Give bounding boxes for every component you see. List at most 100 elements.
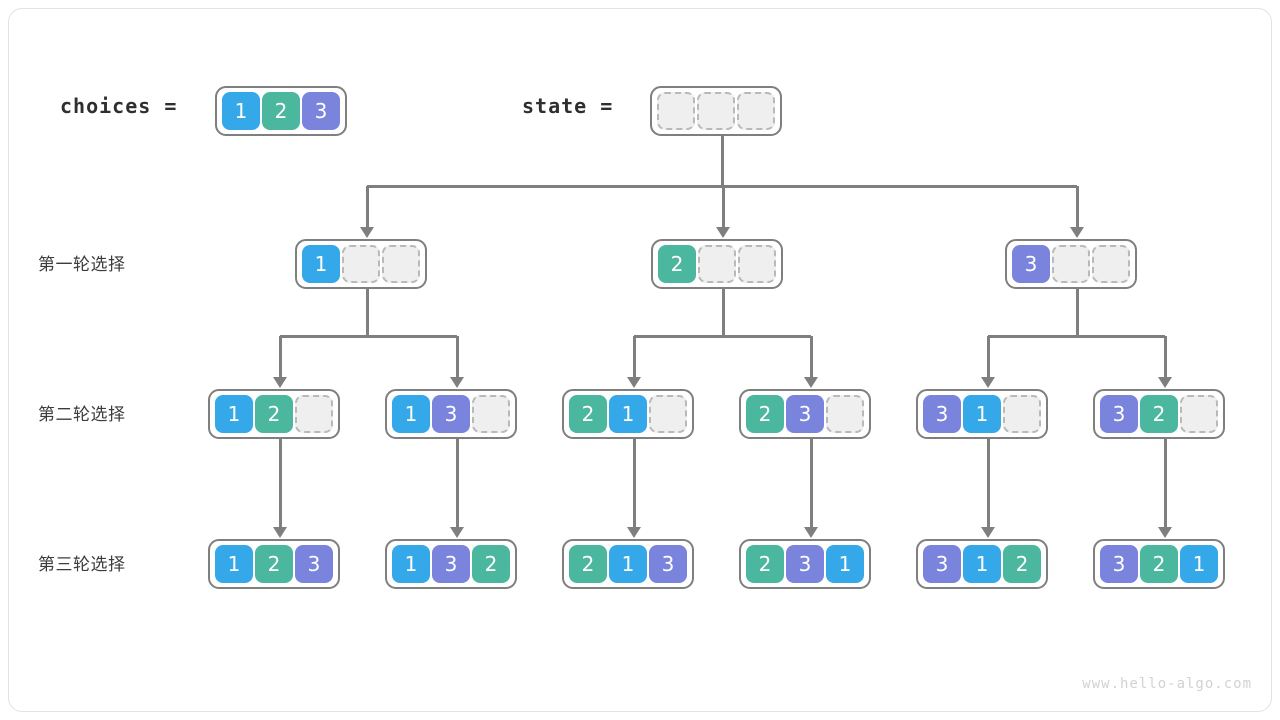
round-2-node-4-cell-0: 2 xyxy=(746,395,784,433)
round-1-node-1-cell-0: 1 xyxy=(302,245,340,283)
row-label-round-1: 第一轮选择 xyxy=(38,255,126,275)
edge-level2-drop-6 xyxy=(1163,336,1167,377)
round-2-node-2-cell-0: 1 xyxy=(392,395,430,433)
state-array-cell-1 xyxy=(697,92,735,130)
round-1-node-3-cell-2 xyxy=(1092,245,1130,283)
edge-level1-drop-3 xyxy=(1075,186,1079,227)
round-3-node-3-cell-1: 1 xyxy=(609,545,647,583)
round-2-node-5-cell-1: 1 xyxy=(963,395,1001,433)
round-3-node-1-cell-0: 1 xyxy=(215,545,253,583)
round-3-node-5-cell-1: 1 xyxy=(963,545,1001,583)
choices-label: choices = xyxy=(60,94,178,118)
edge-level1-drop-2 xyxy=(721,186,725,227)
edge-level2-arrow-3 xyxy=(627,377,641,388)
edge-level2-drop-3 xyxy=(632,336,636,377)
edge-level3-stem-2 xyxy=(455,439,459,527)
round-3-node-1-cell-2: 3 xyxy=(295,545,333,583)
state-label: state = xyxy=(522,94,614,118)
round-2-node-3-cell-0: 2 xyxy=(569,395,607,433)
edge-level3-arrow-1 xyxy=(273,527,287,538)
edge-level2-arrow-6 xyxy=(1158,377,1172,388)
round-2-node-3-cell-1: 1 xyxy=(609,395,647,433)
edge-level3-stem-4 xyxy=(809,439,813,527)
diagram-frame xyxy=(8,8,1272,712)
round-3-node-4-cell-2: 1 xyxy=(826,545,864,583)
edge-level3-arrow-3 xyxy=(627,527,641,538)
round-2-node-6-cell-1: 2 xyxy=(1140,395,1178,433)
round-1-node-3-cell-0: 3 xyxy=(1012,245,1050,283)
round-1-node-3: 3 xyxy=(1005,239,1137,289)
edge-level2-stem-2 xyxy=(721,289,725,336)
edge-level2-drop-1 xyxy=(278,336,282,377)
round-1-node-2-cell-1 xyxy=(698,245,736,283)
round-3-node-6-cell-0: 3 xyxy=(1100,545,1138,583)
round-3-node-6-cell-2: 1 xyxy=(1180,545,1218,583)
round-2-node-5-cell-2 xyxy=(1003,395,1041,433)
round-2-node-5-cell-0: 3 xyxy=(923,395,961,433)
round-3-node-4-cell-0: 2 xyxy=(746,545,784,583)
edge-level3-arrow-2 xyxy=(450,527,464,538)
edge-level2-arrow-1 xyxy=(273,377,287,388)
round-1-node-2-cell-0: 2 xyxy=(658,245,696,283)
edge-level2-drop-5 xyxy=(986,336,990,377)
edge-level3-arrow-6 xyxy=(1158,527,1172,538)
round-3-node-4-cell-1: 3 xyxy=(786,545,824,583)
edge-level3-stem-3 xyxy=(632,439,636,527)
edge-level3-stem-1 xyxy=(278,439,282,527)
row-label-round-2: 第二轮选择 xyxy=(38,405,126,425)
round-3-node-1-cell-1: 2 xyxy=(255,545,293,583)
round-2-node-6-cell-0: 3 xyxy=(1100,395,1138,433)
round-1-node-1-cell-1 xyxy=(342,245,380,283)
round-2-node-4-cell-2 xyxy=(826,395,864,433)
edge-level3-stem-6 xyxy=(1163,439,1167,527)
row-label-round-3: 第三轮选择 xyxy=(38,555,126,575)
round-2-node-1-cell-0: 1 xyxy=(215,395,253,433)
edge-level2-bus-2 xyxy=(634,334,811,338)
state-array-cell-2 xyxy=(737,92,775,130)
round-2-node-1-cell-2 xyxy=(295,395,333,433)
edge-level2-bus-1 xyxy=(280,334,457,338)
round-3-node-5-cell-0: 3 xyxy=(923,545,961,583)
round-1-node-1: 1 xyxy=(295,239,427,289)
edge-level1-arrow-1 xyxy=(360,227,374,238)
watermark: www.hello-algo.com xyxy=(1082,676,1252,692)
round-1-node-1-cell-2 xyxy=(382,245,420,283)
round-2-node-3-cell-2 xyxy=(649,395,687,433)
round-1-node-3-cell-1 xyxy=(1052,245,1090,283)
round-3-node-3-cell-0: 2 xyxy=(569,545,607,583)
round-2-node-2-cell-2 xyxy=(472,395,510,433)
state-array xyxy=(650,86,782,136)
round-3-node-2-cell-2: 2 xyxy=(472,545,510,583)
edge-level2-drop-4 xyxy=(809,336,813,377)
round-2-node-2-cell-1: 3 xyxy=(432,395,470,433)
choices-array-cell-0: 1 xyxy=(222,92,260,130)
edge-level2-arrow-5 xyxy=(981,377,995,388)
edge-level1-arrow-2 xyxy=(716,227,730,238)
edge-level1-drop-1 xyxy=(365,186,369,227)
round-3-node-6-cell-1: 2 xyxy=(1140,545,1178,583)
edge-level2-stem-1 xyxy=(365,289,369,336)
choices-array-cell-2: 3 xyxy=(302,92,340,130)
edge-level2-drop-2 xyxy=(455,336,459,377)
edge-level2-arrow-2 xyxy=(450,377,464,388)
edge-state-stem xyxy=(720,136,724,186)
state-array-cell-0 xyxy=(657,92,695,130)
edge-level3-arrow-4 xyxy=(804,527,818,538)
round-3-node-2-cell-1: 3 xyxy=(432,545,470,583)
edge-level2-arrow-4 xyxy=(804,377,818,388)
round-1-node-2-cell-2 xyxy=(738,245,776,283)
round-2-node-4-cell-1: 3 xyxy=(786,395,824,433)
edge-level3-stem-5 xyxy=(986,439,990,527)
